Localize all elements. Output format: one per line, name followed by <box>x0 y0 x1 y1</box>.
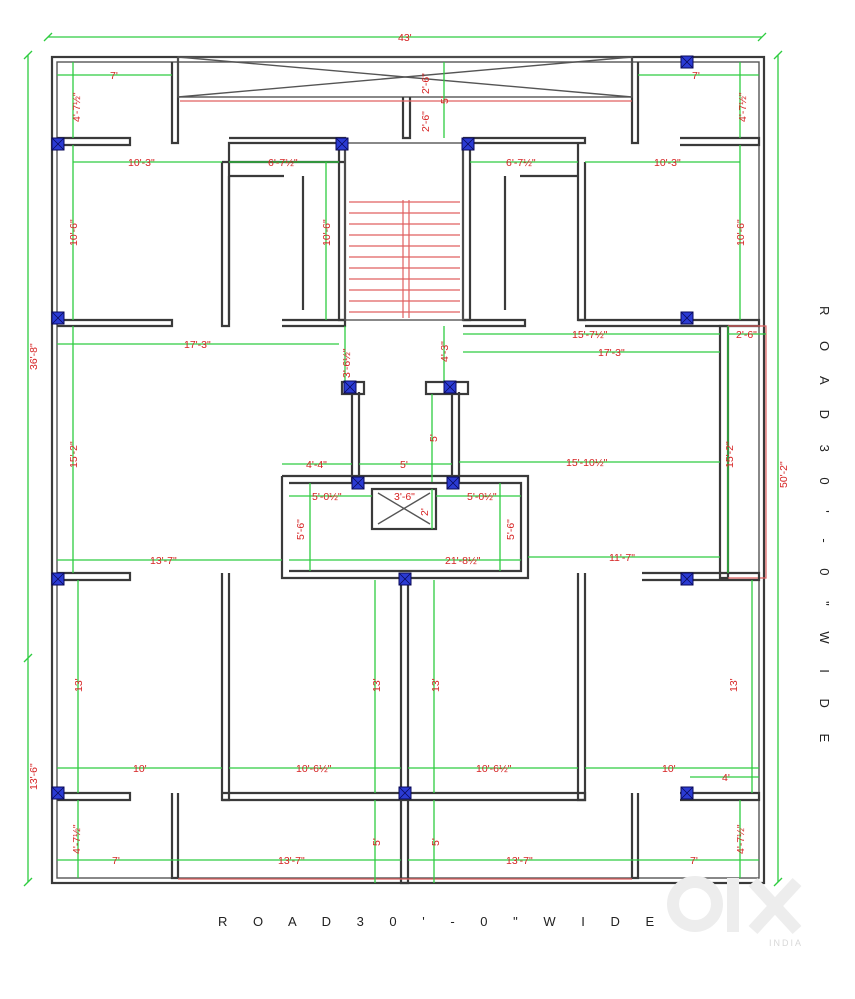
right-mid-width: 11'-7" <box>609 552 635 564</box>
depth-lower-label: 13'-6" <box>28 763 40 790</box>
right-hall-depth: 15'-2" <box>724 441 736 468</box>
road-label-bottom: R O A D 3 0 ' - 0 " W I D E <box>218 914 665 929</box>
lobby-depth: 5' <box>428 434 440 442</box>
lower-right-small: 4' <box>722 772 730 784</box>
olx-logo-icon <box>667 876 802 935</box>
lower-c1-width: 10'-6½" <box>296 763 332 775</box>
column <box>680 55 694 69</box>
lower-left-width: 10' <box>133 763 147 775</box>
stair-landing-left: 3'-6½" <box>341 348 353 378</box>
column <box>51 572 65 586</box>
watermark-country: INDIA <box>769 938 803 948</box>
left-toilet-width: 6'-7½" <box>268 157 298 169</box>
lower-c1-depth: 13' <box>371 678 383 692</box>
top-left-room-width: 7' <box>110 70 118 82</box>
lift-depth: 2' <box>419 508 431 516</box>
column <box>51 137 65 151</box>
outer-dimensions: 43' 36'-8" 13'-6" 50'-2" <box>23 32 790 887</box>
column <box>51 786 65 800</box>
right-toilet-width: 6'-7½" <box>506 157 536 169</box>
bottom-right-room-depth: 4'-7½" <box>735 824 747 854</box>
interior-dimension-lines <box>57 62 766 883</box>
column <box>443 380 457 394</box>
structural-columns <box>51 55 694 800</box>
duct-depth: 5' <box>439 96 451 104</box>
left-mid-width: 13'-7" <box>150 555 177 567</box>
bottom-c2-depth: 5' <box>430 838 442 846</box>
right-bed-depth: 10'-6" <box>735 219 747 246</box>
staircase <box>180 100 632 318</box>
balcony-width: 2'-6" <box>736 329 757 341</box>
duct-upper: 2'-6" <box>420 73 432 94</box>
column <box>335 137 349 151</box>
left-bed-depth: 10'-6" <box>68 219 80 246</box>
column <box>461 137 475 151</box>
dimension-labels: 7' 7' 4'-7½" 4'-7½" 2'-6" 2'-6" 5' 10'-3… <box>68 70 757 867</box>
overall-width-label: 43' <box>398 32 412 44</box>
lower-right-width: 10' <box>662 763 676 775</box>
column <box>351 476 365 490</box>
column <box>398 786 412 800</box>
bottom-c1-width: 13'-7" <box>278 855 305 867</box>
lower-c2-depth: 13' <box>430 678 442 692</box>
right-hall-offset: 15'-7½" <box>572 329 608 341</box>
lobby-span: 5' <box>400 459 408 471</box>
top-right-room-depth: 4'-7½" <box>737 92 749 122</box>
walls <box>50 55 767 885</box>
lift-side-left: 5'-6" <box>295 519 307 540</box>
column <box>680 311 694 325</box>
bottom-c1-depth: 5' <box>371 838 383 846</box>
right-bed-width: 10'-3" <box>654 157 681 169</box>
column <box>446 476 460 490</box>
left-toilet-depth: 10'-6" <box>321 219 333 246</box>
left-hall-depth: 15'-2" <box>68 441 80 468</box>
lobby-width: 4'-4" <box>306 459 327 471</box>
stair-landing-right: 4'-3" <box>439 341 451 362</box>
lift-width: 3'-6" <box>394 491 415 503</box>
center-mid-width: 21'-8½" <box>445 555 481 567</box>
column <box>680 786 694 800</box>
top-right-room-width: 7' <box>692 70 700 82</box>
lower-left-depth: 13' <box>73 678 85 692</box>
column <box>51 311 65 325</box>
bottom-c2-width: 13'-7" <box>506 855 533 867</box>
lower-right-depth: 13' <box>728 678 740 692</box>
road-label-right: R O A D 3 0 ' - 0 " W I D E <box>817 306 832 753</box>
right-hall-width: 17'-3" <box>598 347 625 359</box>
duct-lower: 2'-6" <box>420 111 432 132</box>
bottom-left-width: 7' <box>112 855 120 867</box>
lift-right: 5'-0½" <box>467 491 497 503</box>
left-bed-width: 10'-3" <box>128 157 155 169</box>
bottom-right-width: 7' <box>690 855 698 867</box>
top-left-room-depth: 4'-7½" <box>71 92 83 122</box>
right-hall-span: 15'-10½" <box>566 457 608 469</box>
overall-depth-label: 36'-8" <box>28 343 40 370</box>
lower-c2-width: 10'-6½" <box>476 763 512 775</box>
column <box>343 380 357 394</box>
column <box>398 572 412 586</box>
olx-watermark: INDIA <box>667 876 803 948</box>
lift-left: 5'-0½" <box>312 491 342 503</box>
lift-side-right: 5'-6" <box>505 519 517 540</box>
column <box>680 572 694 586</box>
road-side-length-label: 50'-2" <box>778 461 790 488</box>
bottom-left-room-depth: 4'-7½" <box>71 824 83 854</box>
left-hall-width: 17'-3" <box>184 339 211 351</box>
